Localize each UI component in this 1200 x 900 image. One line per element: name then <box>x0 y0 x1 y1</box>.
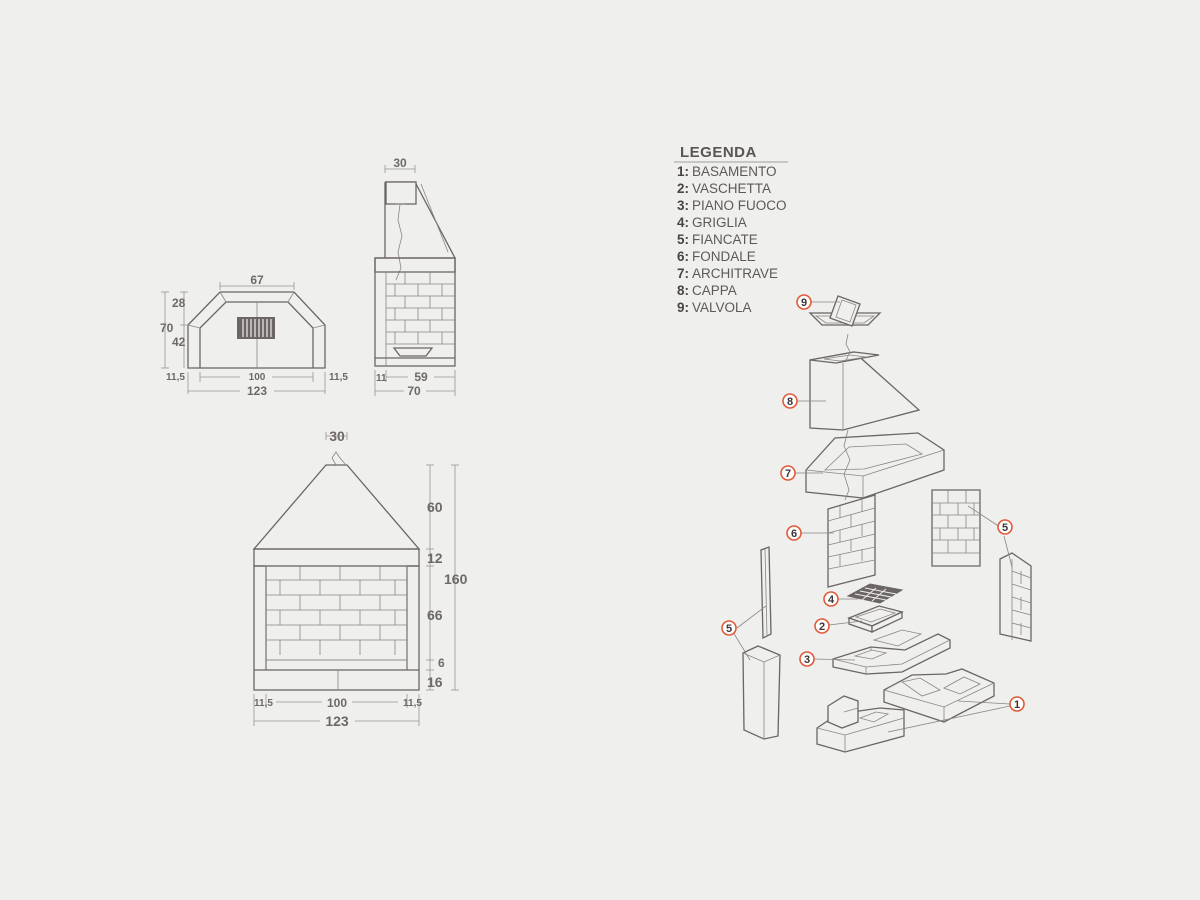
side-brickwork <box>386 272 455 345</box>
part-piano-fuoco <box>832 629 951 675</box>
front-side-right: 11,5 <box>403 698 422 709</box>
side-depth-inner: 59 <box>414 370 428 384</box>
front-total: 123 <box>325 713 349 729</box>
front-hearth <box>265 659 408 671</box>
front-valve-handle <box>331 451 347 466</box>
badge-6: 6 <box>786 525 802 541</box>
front-flue-dim: 30 <box>329 428 345 444</box>
front-body <box>253 565 420 691</box>
legend-item: 3:PIANO FUOCO <box>677 198 787 213</box>
legend-item: 5:FIANCATE <box>677 232 758 247</box>
legend: LEGENDA 1:BASAMENTO 2:VASCHETTA 3:PIANO … <box>674 144 788 315</box>
legend-items: 1:BASAMENTO 2:VASCHETTA 3:PIANO FUOCO 4:… <box>677 164 787 315</box>
part-cappa <box>809 333 921 431</box>
side-flue-dim: 30 <box>393 156 407 170</box>
svg-text:3: 3 <box>804 654 810 666</box>
front-h-lintel: 12 <box>427 550 443 566</box>
exploded-view: 9 8 7 6 5 4 2 5 3 1 <box>721 294 1032 753</box>
legend-item: 9:VALVOLA <box>677 300 752 315</box>
front-side-left: 11,5 <box>254 698 273 709</box>
legend-item: 1:BASAMENTO <box>677 164 777 179</box>
plan-view: 67 28 70 42 11,5 100 11,5 123 <box>160 273 348 398</box>
front-h-hood: 60 <box>427 499 443 515</box>
badge-4: 4 <box>823 591 839 607</box>
legend-title: LEGENDA <box>680 144 757 161</box>
plan-side-right: 11,5 <box>329 372 348 383</box>
front-h-total: 160 <box>444 571 468 587</box>
part-fiancata-back <box>931 489 981 567</box>
plan-side-left: 11,5 <box>166 372 185 383</box>
part-basamento-left <box>816 695 905 753</box>
badge-8: 8 <box>782 393 798 409</box>
side-view: 30 11 59 70 <box>374 156 456 398</box>
front-inner: 100 <box>327 696 347 710</box>
part-vaschetta <box>847 605 904 634</box>
svg-text:4: 4 <box>828 594 835 606</box>
part-fiancata-right <box>999 552 1032 642</box>
side-lintel <box>374 257 456 273</box>
plan-inner: 100 <box>249 372 266 383</box>
badge-1: 1 <box>1009 696 1025 712</box>
badge-5-left: 5 <box>721 620 737 636</box>
plan-h-total: 70 <box>160 321 174 335</box>
part-fiancata-left <box>742 645 781 740</box>
legend-item: 2:VASCHETTA <box>677 181 771 196</box>
side-chain <box>395 203 403 281</box>
legend-item: 6:FONDALE <box>677 249 756 264</box>
front-view: 30 60 12 160 66 6 16 11,5 100 11,5 123 <box>252 428 468 729</box>
plan-total: 123 <box>247 384 267 398</box>
side-wall-dim: 11 <box>376 373 387 384</box>
badge-3: 3 <box>799 651 815 667</box>
svg-text:1: 1 <box>1014 699 1020 711</box>
plan-width-top: 67 <box>250 273 264 287</box>
front-h-opening: 66 <box>427 607 443 623</box>
front-hood <box>252 464 421 550</box>
badge-2: 2 <box>814 618 830 634</box>
svg-text:2: 2 <box>819 621 825 633</box>
front-h-base: 16 <box>427 674 443 690</box>
svg-text:5: 5 <box>726 623 732 635</box>
part-valvola <box>808 295 882 327</box>
part-badges: 9 8 7 6 5 4 2 5 3 1 <box>721 294 1025 712</box>
part-basamento-right <box>883 668 995 723</box>
legend-item: 4:GRIGLIA <box>677 215 747 230</box>
badge-9: 9 <box>796 294 812 310</box>
part-fiancata-left-slim <box>760 546 772 640</box>
side-tray <box>392 347 434 357</box>
plan-grate <box>237 317 275 339</box>
part-architrave <box>805 429 945 501</box>
svg-text:5: 5 <box>1002 522 1008 534</box>
svg-text:8: 8 <box>787 396 793 408</box>
svg-text:7: 7 <box>785 468 791 480</box>
svg-text:6: 6 <box>791 528 797 540</box>
svg-text:9: 9 <box>801 297 807 309</box>
side-flue <box>385 181 417 205</box>
side-body <box>374 257 456 367</box>
part-fondale <box>827 494 876 588</box>
front-h-hearth: 6 <box>438 656 445 670</box>
plan-h-upper: 28 <box>172 296 186 310</box>
front-brickwork <box>266 566 407 655</box>
leader-lines <box>732 301 1013 733</box>
legend-item: 8:CAPPA <box>677 283 737 298</box>
side-depth-total: 70 <box>407 384 421 398</box>
front-lintel <box>253 548 420 567</box>
badge-5-right: 5 <box>997 519 1013 535</box>
legend-item: 7:ARCHITRAVE <box>677 266 778 281</box>
plan-h-lower: 42 <box>172 335 186 349</box>
part-griglia <box>846 583 904 604</box>
badge-7: 7 <box>780 465 796 481</box>
